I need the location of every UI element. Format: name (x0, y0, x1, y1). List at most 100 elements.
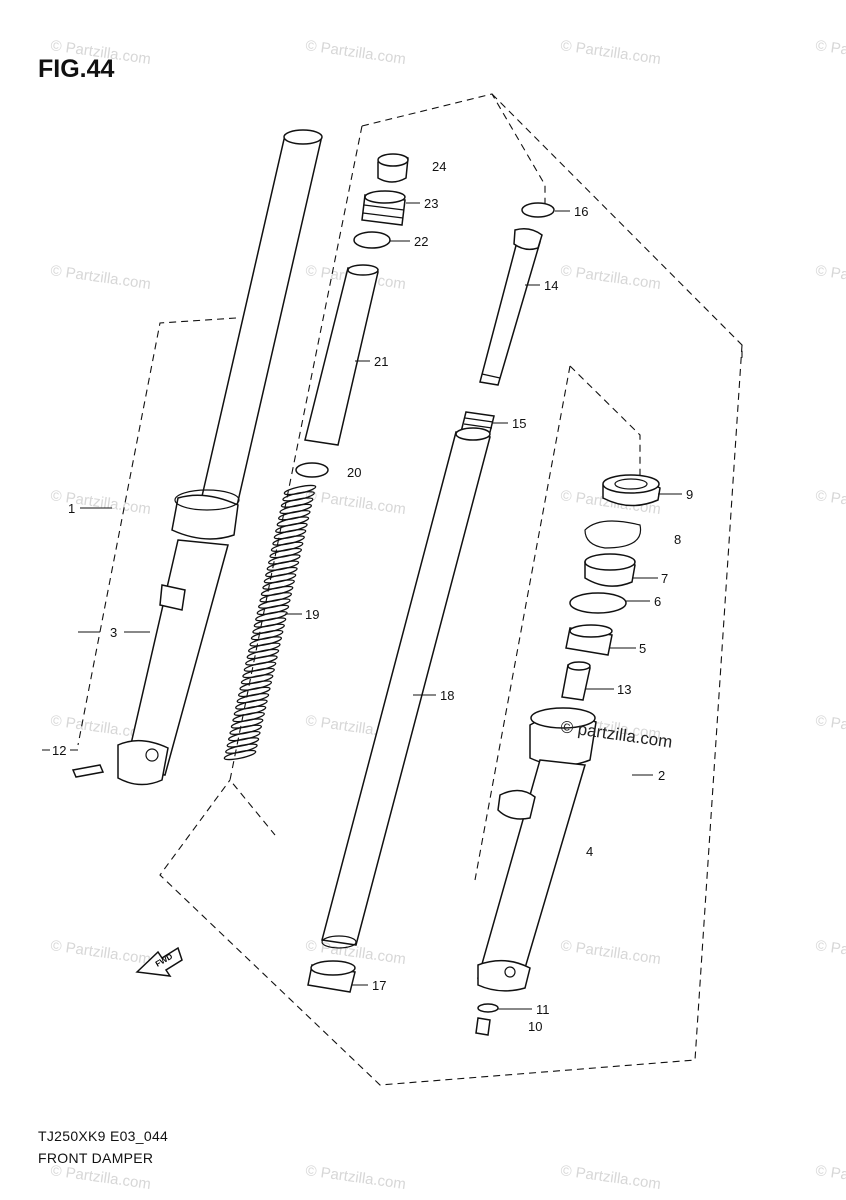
spring-coil (266, 560, 300, 571)
spring-coil (267, 554, 301, 565)
watermark-text: © Partzilla.com (559, 37, 661, 68)
spring-coil (250, 629, 284, 641)
watermark-text: © Partzilla.com (49, 937, 151, 968)
spring-coil (262, 579, 295, 590)
callout-11[interactable]: 11 (536, 1002, 550, 1017)
watermark-text: © Partzilla.com (49, 37, 151, 68)
fwd-arrow-icon: FWD (135, 946, 183, 977)
callout-17[interactable]: 17 (372, 978, 386, 993)
spring-coil (237, 686, 271, 698)
spring-coil (257, 598, 291, 609)
callout-6[interactable]: 6 (654, 594, 661, 609)
watermark-text: © Partzilla.com (814, 37, 846, 68)
spring-coil (247, 642, 281, 653)
watermark-text: © Partzilla.com (49, 262, 151, 293)
spring-coil (242, 667, 275, 679)
callout-12[interactable]: 12 (52, 743, 66, 758)
watermark-text: © Partzilla.com (814, 487, 846, 518)
watermark-text: © Partzilla.com (559, 262, 661, 293)
callout-10[interactable]: 10 (528, 1019, 542, 1034)
spring-coil (226, 737, 260, 748)
boundary-lower-left (474, 365, 571, 881)
callout-16[interactable]: 16 (574, 204, 588, 219)
spring-coil (280, 497, 314, 508)
oil-lock-piece-13 (561, 661, 591, 701)
spring-coil (279, 503, 313, 515)
callout-2[interactable]: 2 (658, 768, 665, 783)
watermark-text: © Partzilla.com (304, 487, 406, 518)
watermark-text: © Partzilla.com (304, 37, 406, 68)
spacer-pipe-21 (304, 264, 379, 446)
spring-coil (233, 705, 267, 717)
callout-19[interactable]: 19 (305, 607, 319, 622)
ring-16 (521, 202, 555, 218)
spring-coil (269, 547, 303, 559)
callout-7[interactable]: 7 (661, 571, 668, 586)
watermark-text: © Partzilla.com (304, 1162, 406, 1193)
callout-20[interactable]: 20 (347, 465, 361, 480)
boundary-spring-group (229, 125, 363, 836)
stopper-ring-8 (584, 520, 642, 549)
fork-spring-19 (223, 484, 317, 761)
spring-coil (235, 699, 268, 710)
spring-coil (236, 692, 270, 704)
boundary-left-upper (77, 317, 237, 746)
oil-seal-7 (584, 553, 636, 587)
spring-coil (239, 680, 273, 691)
callout-1[interactable]: 1 (68, 501, 75, 516)
callout-13[interactable]: 13 (617, 682, 631, 697)
watermark-text: © Partzilla.com (559, 937, 661, 968)
bolt-10 (475, 1017, 491, 1036)
figure-code: TJ250XK9 E03_044 (38, 1128, 169, 1144)
spring-coil (240, 674, 274, 685)
spring-coil (263, 573, 297, 584)
callout-23[interactable]: 23 (424, 196, 438, 211)
figure-description: FRONT DAMPER (38, 1150, 154, 1166)
spring-coil (277, 509, 311, 521)
spring-coil (272, 535, 305, 546)
callout-9[interactable]: 9 (686, 487, 693, 502)
callout-24[interactable]: 24 (432, 159, 446, 174)
bushing-17 (307, 960, 356, 993)
callout-18[interactable]: 18 (440, 688, 454, 703)
callout-22[interactable]: 22 (414, 234, 428, 249)
watermark-text: © Partzilla.com (814, 712, 846, 743)
watermark-text: © Partzilla.com (49, 1162, 151, 1193)
callout-4[interactable]: 4 (586, 844, 593, 859)
right-outer-tube-4 (477, 707, 597, 992)
callout-15[interactable]: 15 (512, 416, 526, 431)
damper-rod-14 (479, 228, 543, 386)
callout-14[interactable]: 14 (544, 278, 558, 293)
washer-20 (295, 462, 329, 478)
left-fork-assembly (71, 129, 323, 786)
guide-bushing-5 (565, 624, 613, 656)
washer-6 (569, 592, 627, 614)
spring-coil (243, 661, 277, 672)
spring-coil (252, 623, 285, 635)
spring-coil (276, 516, 310, 527)
gasket-11 (477, 1003, 499, 1013)
spring-coil (253, 617, 287, 628)
cap-bolt-24 (377, 153, 409, 183)
callout-5[interactable]: 5 (639, 641, 646, 656)
inner-tube-18 (321, 427, 491, 949)
o-ring-22 (353, 231, 391, 249)
watermark-text: © Partzilla.com (814, 1162, 846, 1193)
figure-title: FIG.44 (38, 55, 115, 83)
dust-seal-9 (602, 474, 661, 507)
spring-coil (256, 604, 290, 616)
watermark-text: © Partzilla.com (49, 487, 151, 518)
spring-coil (270, 541, 304, 553)
watermark-text: © Partzilla.com (814, 937, 846, 968)
spring-coil (246, 648, 280, 660)
boundary-center (361, 93, 546, 205)
spring-coil (227, 730, 261, 742)
spring-coil (230, 718, 264, 729)
boundary-outer (159, 344, 743, 1086)
callout-3[interactable]: 3 (110, 625, 117, 640)
spring-coil (260, 585, 294, 597)
callout-21[interactable]: 21 (374, 354, 388, 369)
spring-coil (249, 636, 283, 647)
callout-8[interactable]: 8 (674, 532, 681, 547)
